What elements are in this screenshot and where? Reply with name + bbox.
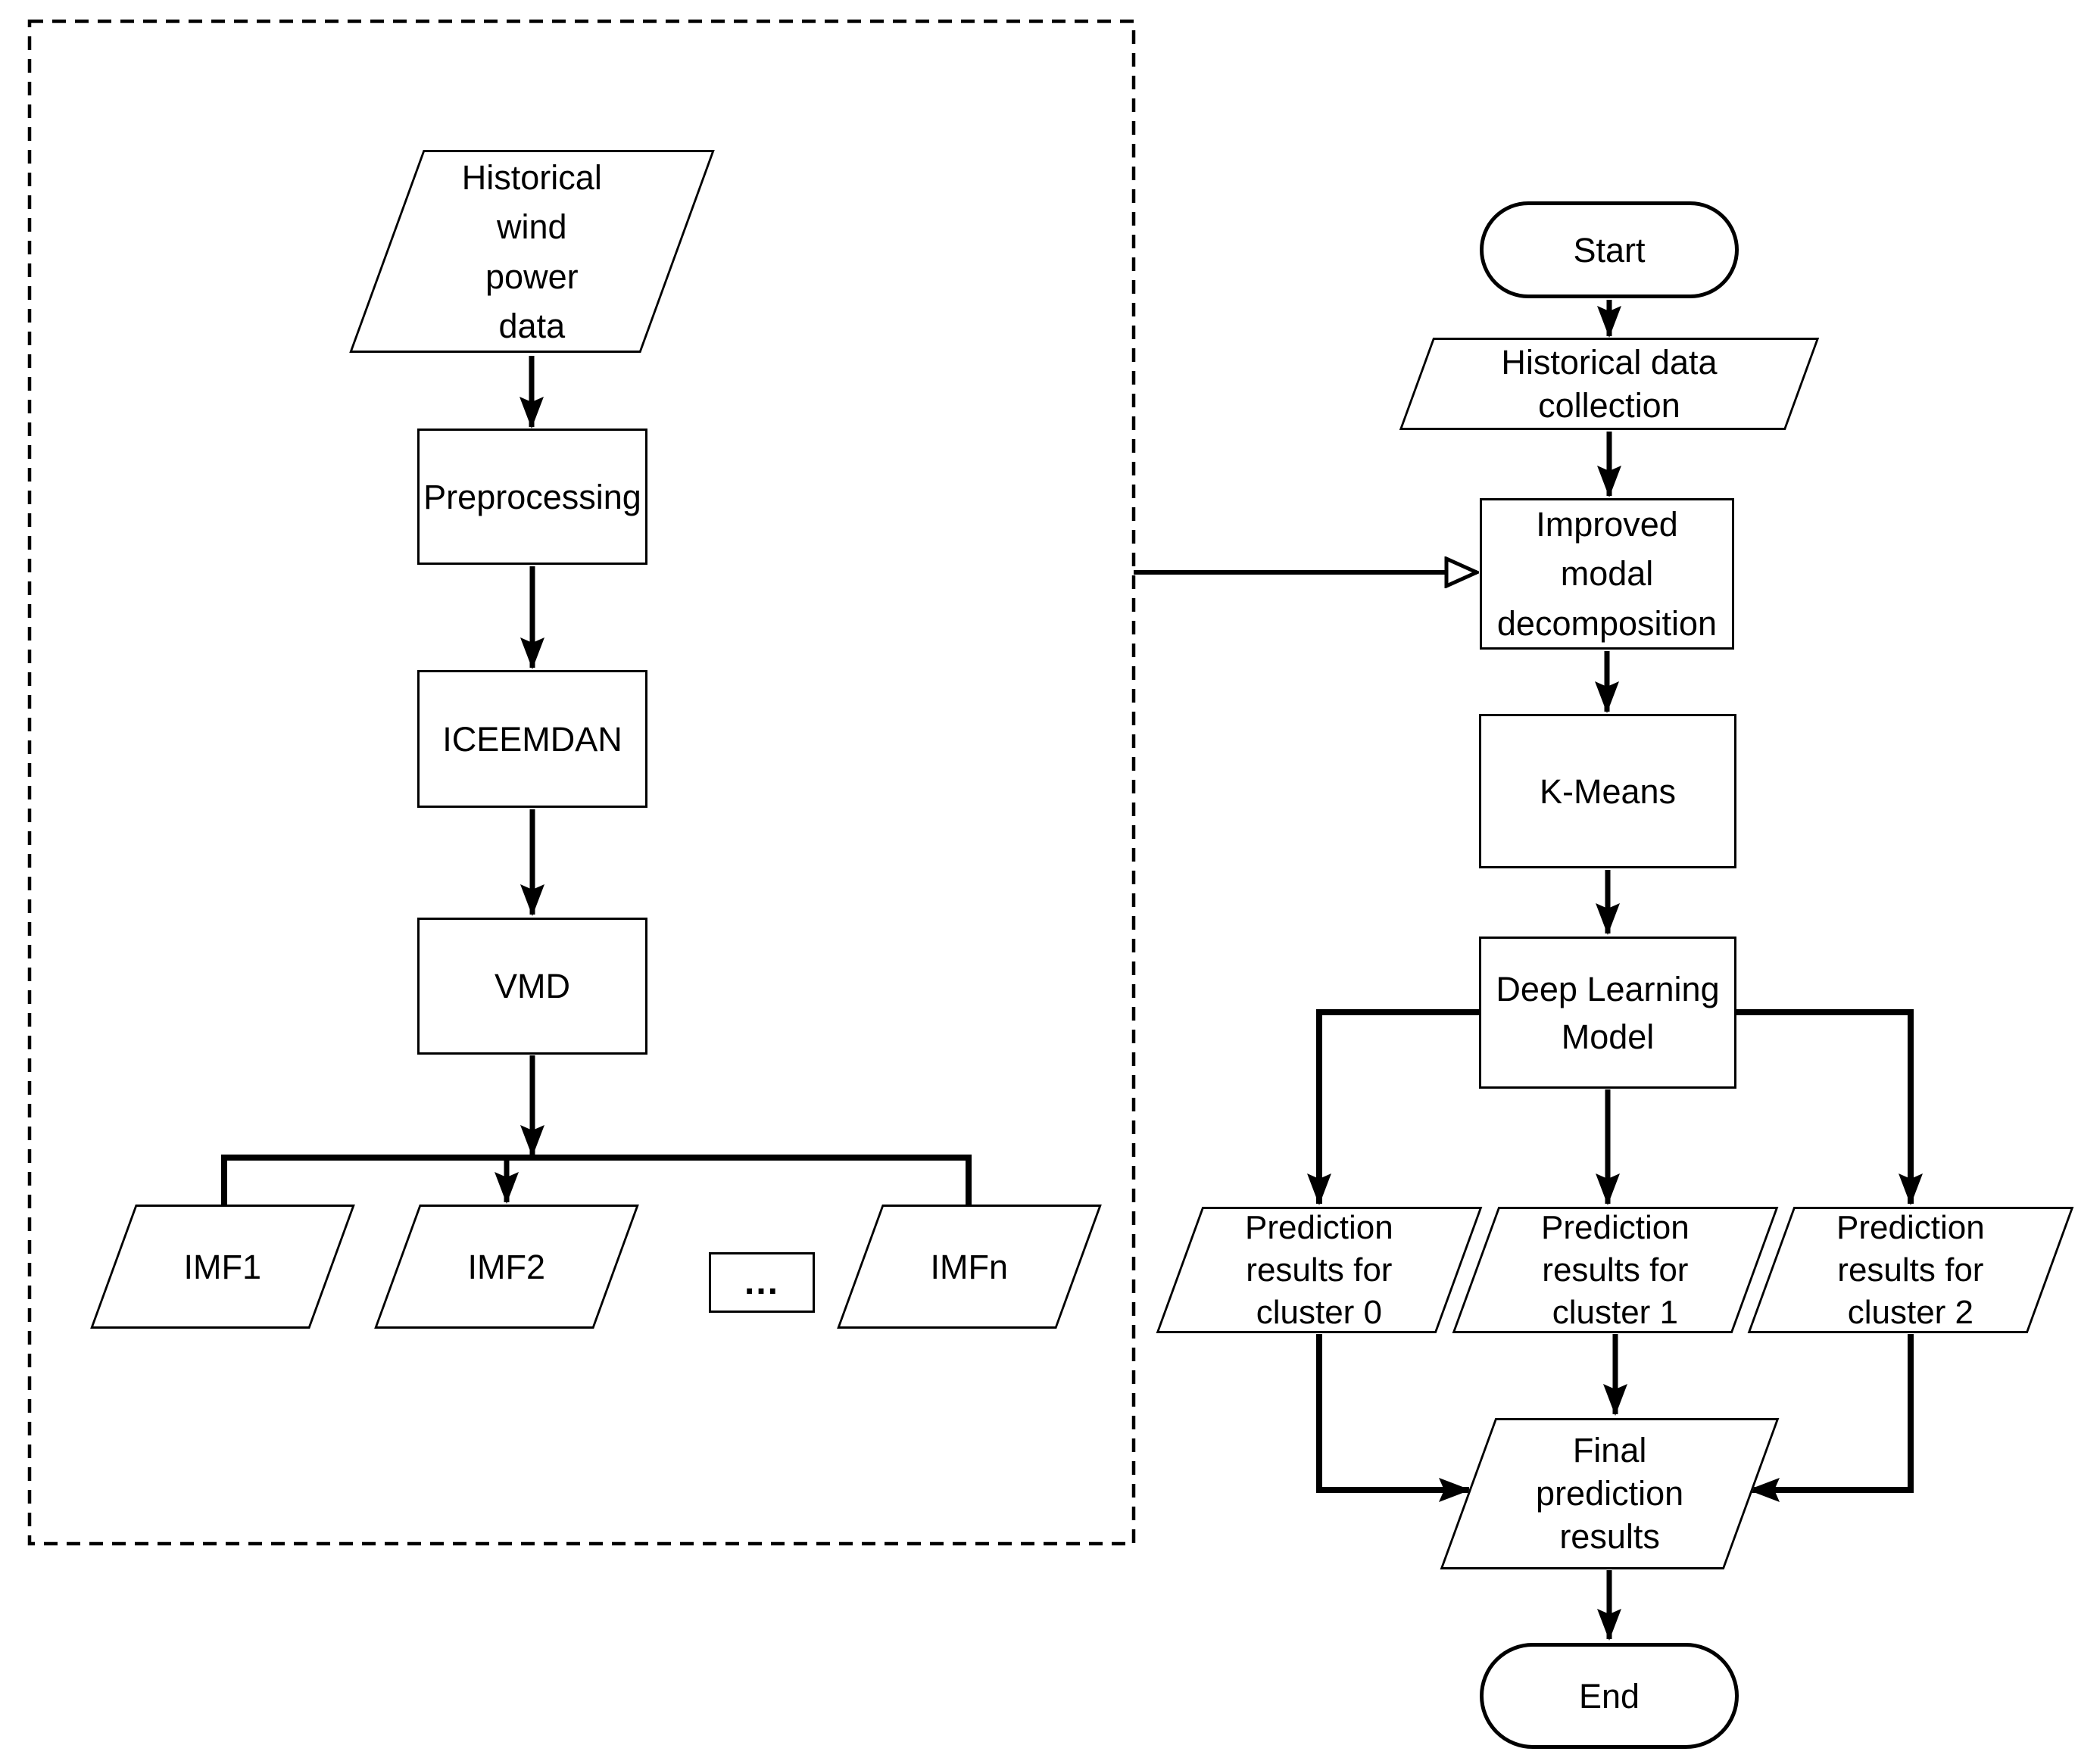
node-historical-wind-power-data-label: Historical wind power data — [461, 157, 603, 345]
node-iceemdan-label: ICEEMDAN — [442, 719, 622, 759]
node-prediction-cluster-0: Prediction results for cluster 0 — [1156, 1207, 1483, 1333]
node-final-prediction-results: Final prediction results — [1440, 1418, 1780, 1569]
node-end: End — [1480, 1643, 1739, 1749]
node-imf2: IMF2 — [374, 1205, 639, 1329]
junction-line-imf-branches — [221, 1155, 972, 1207]
node-end-label: End — [1578, 1676, 1640, 1716]
node-prediction-cluster-2: Prediction results for cluster 2 — [1747, 1207, 2074, 1333]
node-imf-ellipsis: ... — [709, 1252, 815, 1313]
arrow-cluster0-to-final — [1316, 1334, 1471, 1502]
node-kmeans: K-Means — [1479, 714, 1736, 868]
node-imf1-label: IMF1 — [183, 1247, 262, 1286]
arrow-cluster2-to-final — [1748, 1334, 1914, 1502]
arrow-deeplearning-to-cluster0 — [1307, 1009, 1479, 1205]
node-historical-wind-power-data: Historical wind power data — [349, 150, 715, 353]
node-imf1: IMF1 — [90, 1205, 355, 1329]
node-vmd-label: VMD — [495, 967, 570, 1005]
node-deep-learning-model-label: Deep Learning Model — [1496, 969, 1720, 1056]
node-historical-data-collection: Historical data collection — [1399, 338, 1820, 430]
node-prediction-cluster-0-label: Prediction results for cluster 0 — [1245, 1208, 1393, 1331]
node-prediction-cluster-2-label: Prediction results for cluster 2 — [1836, 1208, 1985, 1331]
decomposition-module-dashed-border — [27, 19, 1136, 1546]
node-vmd: VMD — [417, 918, 647, 1055]
node-final-prediction-results-label: Final prediction results — [1535, 1431, 1684, 1557]
node-imf-ellipsis-label: ... — [744, 1262, 779, 1303]
arrow-deeplearning-to-cluster2 — [1736, 1009, 1923, 1205]
node-imfn: IMFn — [837, 1205, 1102, 1329]
node-start-label: Start — [1573, 230, 1646, 270]
node-improved-modal-decomposition: Improved modal decomposition — [1480, 498, 1734, 650]
node-imf2-label: IMF2 — [467, 1247, 546, 1286]
node-prediction-cluster-1: Prediction results for cluster 1 — [1452, 1207, 1779, 1333]
node-deep-learning-model: Deep Learning Model — [1479, 937, 1736, 1089]
node-prediction-cluster-1-label: Prediction results for cluster 1 — [1541, 1208, 1690, 1331]
node-imfn-label: IMFn — [930, 1247, 1009, 1286]
node-historical-data-collection-label: Historical data collection — [1501, 342, 1718, 425]
node-iceemdan: ICEEMDAN — [417, 670, 647, 808]
node-kmeans-label: K-Means — [1539, 771, 1677, 811]
node-start: Start — [1480, 201, 1739, 298]
node-preprocessing-label: Preprocessing — [423, 477, 641, 516]
node-improved-modal-decomposition-label: Improved modal decomposition — [1496, 505, 1718, 643]
node-preprocessing: Preprocessing — [417, 429, 647, 565]
